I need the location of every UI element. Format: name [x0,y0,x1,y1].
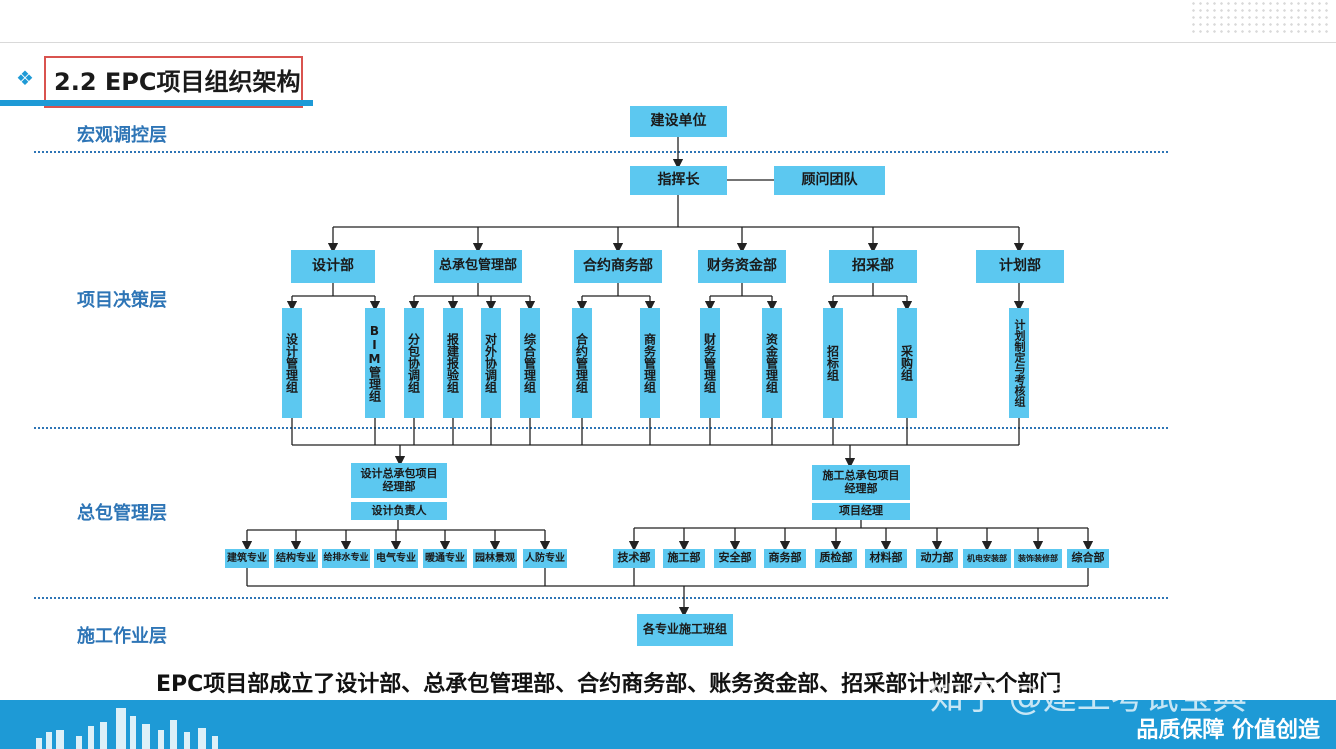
group-box-business-management: 商务管理组 [640,308,660,418]
dept-box-contract-business: 合约商务部 [574,250,662,283]
dept-box-procurement: 招采部 [829,250,917,283]
cdept-box-technical: 技术部 [613,549,655,568]
specialty-box-architecture: 建筑专业 [225,549,269,568]
header-divider [0,42,1336,43]
decorative-dot-pattern [1190,0,1330,36]
diamond-bullet-icon: ❖ [16,66,34,90]
cdept-box-business: 商务部 [764,549,806,568]
org-box-commander: 指挥长 [630,166,727,195]
specialty-box-electrical: 电气专业 [374,549,418,568]
cdept-box-mep: 机电安装部 [963,549,1011,568]
pm-box-design: 设计总承包项目经理部 [351,463,447,498]
title-highlight-frame [44,56,303,108]
layer-separator [34,597,1168,599]
cdept-box-general: 综合部 [1067,549,1109,568]
group-box-fund-management: 资金管理组 [762,308,782,418]
org-box-owner: 建设单位 [630,106,727,137]
cdept-box-quality: 质检部 [815,549,857,568]
lead-box-design: 设计负责人 [351,502,447,520]
org-box-work-teams: 各专业施工班组 [637,614,733,646]
group-box-external-coordination: 对外协调组 [481,308,501,418]
group-box-plan-assessment: 计划制定与考核组 [1009,308,1029,418]
group-box-permit-inspection: 报建报验组 [443,308,463,418]
footer-bar [0,700,1336,749]
layer-label-management: 总包管理层 [77,503,167,524]
lead-box-construction: 项目经理 [812,503,910,520]
specialty-box-hvac: 暖通专业 [423,549,467,568]
title-underline-bar [0,100,313,106]
group-box-finance-management: 财务管理组 [700,308,720,418]
dept-box-finance: 财务资金部 [698,250,786,283]
pm-box-construction: 施工总承包项目经理部 [812,465,910,500]
dept-box-design: 设计部 [291,250,375,283]
org-box-advisor: 顾问团队 [774,166,885,195]
page-title: 2.2 EPC项目组织架构 [54,68,301,96]
specialty-box-civil-defense: 人防专业 [523,549,567,568]
group-box-purchasing: 采购组 [897,308,917,418]
cdept-box-construction: 施工部 [663,549,705,568]
group-box-design-management: 设计管理组 [282,308,302,418]
group-box-general-management: 综合管理组 [520,308,540,418]
layer-label-macro: 宏观调控层 [77,125,167,146]
layer-label-decision: 项目决策层 [77,290,167,311]
summary-text: EPC项目部成立了设计部、总承包管理部、合约商务部、账务资金部、招采部计划部六个… [156,672,1062,697]
group-box-tendering: 招标组 [823,308,843,418]
layer-label-operation: 施工作业层 [77,626,167,647]
cdept-box-power: 动力部 [916,549,958,568]
city-skyline-icon [36,708,218,749]
dept-box-general-contract: 总承包管理部 [434,250,522,283]
group-box-subcontract-coordination: 分包协调组 [404,308,424,418]
specialty-box-plumbing: 给排水专业 [322,549,370,568]
cdept-box-decoration: 装饰装修部 [1014,549,1062,568]
layer-separator [34,151,1168,153]
dept-box-planning: 计划部 [976,250,1064,283]
cdept-box-materials: 材料部 [865,549,907,568]
group-box-bim-management: BIM管理组 [365,308,385,418]
watermark-text: 知乎 @建工考试宝典 [930,678,1247,718]
specialty-box-landscape: 园林景观 [473,549,517,568]
specialty-box-structure: 结构专业 [274,549,318,568]
group-box-contract-management: 合约管理组 [572,308,592,418]
footer-slogan: 品质保障 价值创造 [1136,718,1320,743]
cdept-box-safety: 安全部 [714,549,756,568]
layer-separator [34,427,1168,429]
